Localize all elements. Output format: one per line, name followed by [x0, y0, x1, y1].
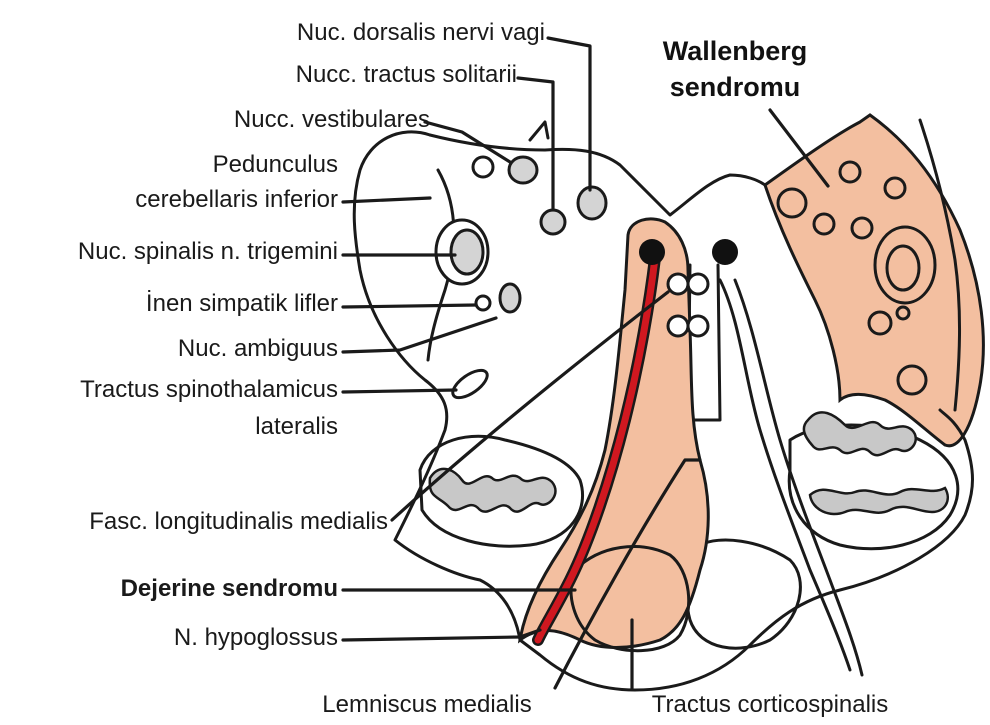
- leader-inen-simpatik: [343, 305, 476, 307]
- nucleus-vestibular-small: [473, 157, 493, 177]
- nucleus-tractus-solitarii: [541, 210, 565, 234]
- label-nuc-spinalis: Nuc. spinalis n. trigemini: [78, 238, 338, 265]
- sympathetic-fibers-ellipse: [500, 284, 520, 312]
- label-pedunculus-line2: cerebellaris inferior: [135, 186, 338, 213]
- nucleus-dorsalis-vagi: [578, 187, 606, 219]
- spinal-trigeminal-inner: [451, 230, 483, 274]
- mlf-circle-2: [688, 274, 708, 294]
- leader-tractus-spino: [343, 390, 456, 392]
- mlf-circle-1: [668, 274, 688, 294]
- leader-nuc-ambiguus: [343, 318, 496, 352]
- hypoglossal-nucleus-right: [712, 239, 738, 265]
- label-inen-simpatik: İnen simpatik lifler: [146, 290, 338, 317]
- label-lemniscus: Lemniscus medialis: [322, 691, 531, 718]
- nucleus-vestibular-large: [509, 157, 537, 183]
- hypoglossal-nucleus-left: [639, 239, 665, 265]
- label-nuc-dorsalis: Nuc. dorsalis nervi vagi: [297, 19, 545, 46]
- mlf-circle-3: [668, 316, 688, 336]
- sympathetic-fibers-circle: [476, 296, 490, 310]
- label-tractus-cortico: Tractus corticospinalis: [652, 691, 889, 718]
- label-pedunculus-line1: Pedunculus: [213, 151, 338, 178]
- right-olive-wave-lower: [810, 488, 948, 514]
- label-nucc-tractus: Nucc. tractus solitarii: [296, 61, 517, 88]
- fourth-ventricle-notch: [530, 122, 548, 140]
- title-wallenberg-line1: Wallenberg: [663, 36, 808, 66]
- label-dejerine: Dejerine sendromu: [121, 575, 338, 602]
- wallenberg-lesion-area: [765, 115, 983, 446]
- label-n-hypoglossus: N. hypoglossus: [174, 624, 338, 651]
- spinothalamic-tract-shape: [448, 365, 491, 403]
- label-fasc-long: Fasc. longitudinalis medialis: [89, 508, 388, 535]
- label-nuc-ambiguus: Nuc. ambiguus: [178, 335, 338, 362]
- label-tractus-spino-line1: Tractus spinothalamicus: [80, 376, 338, 403]
- label-nucc-vestibulares: Nucc. vestibulares: [234, 106, 430, 133]
- leader-n-hypoglossus: [343, 630, 540, 640]
- mlf-circle-4: [688, 316, 708, 336]
- leader-nucc-tractus: [518, 78, 553, 210]
- title-wallenberg-line2: sendromu: [670, 72, 801, 102]
- right-olive-wave: [804, 412, 916, 455]
- label-tractus-spino-line2: lateralis: [255, 413, 338, 440]
- left-olive-wave: [430, 469, 556, 512]
